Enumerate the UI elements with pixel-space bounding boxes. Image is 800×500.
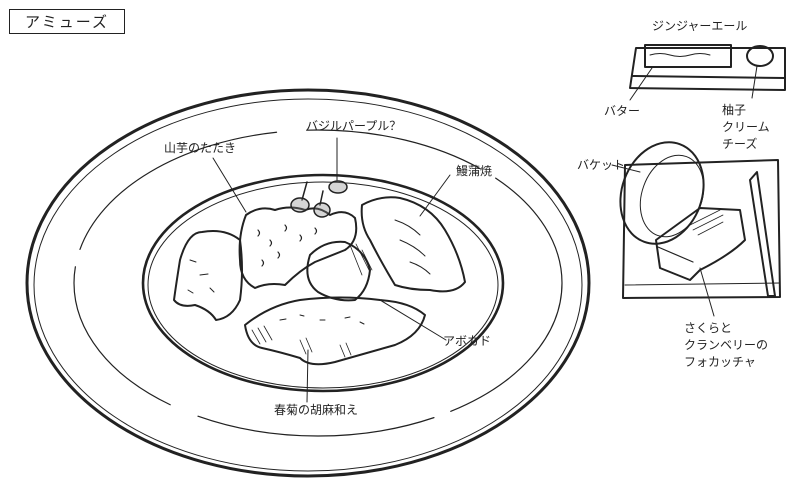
butter-tray: [629, 44, 786, 101]
food-avocado: [306, 240, 373, 302]
label-line: さくらと: [684, 321, 733, 335]
page-title: アミューズ: [9, 9, 125, 34]
label-avocado: アボカド: [443, 334, 492, 348]
food-yamaimo: [238, 206, 358, 289]
label-ginger-ale: ジンジャーエール: [652, 19, 748, 33]
label-focaccia: さくらと クランベリーの フォカッチャ: [684, 320, 768, 371]
label-line: チーズ: [722, 137, 758, 151]
label-line: クランベリーの: [684, 338, 769, 352]
food-unagi: [360, 196, 466, 293]
label-butter: バター: [604, 104, 641, 118]
leader-lines: [212, 137, 451, 403]
label-yamaimo: 山芋のたたき: [164, 141, 237, 155]
label-unagi: 鰻蒲焼: [456, 164, 493, 178]
food-left-piece: [173, 230, 243, 321]
label-baguette: バケット: [577, 158, 626, 172]
label-yuzu-cream-cheese: 柚子 クリーム チーズ: [722, 102, 770, 153]
food-basil: [290, 180, 348, 218]
label-basil: バジルパープル？: [306, 119, 402, 133]
label-line: フォカッチャ: [684, 355, 756, 369]
label-shungiku: 春菊の胡麻和え: [274, 403, 359, 417]
label-line: 柚子: [722, 103, 747, 117]
label-line: クリーム: [722, 120, 770, 134]
main-plate: [25, 88, 591, 478]
bread-board: [611, 141, 781, 317]
food-shungiku: [244, 296, 426, 366]
